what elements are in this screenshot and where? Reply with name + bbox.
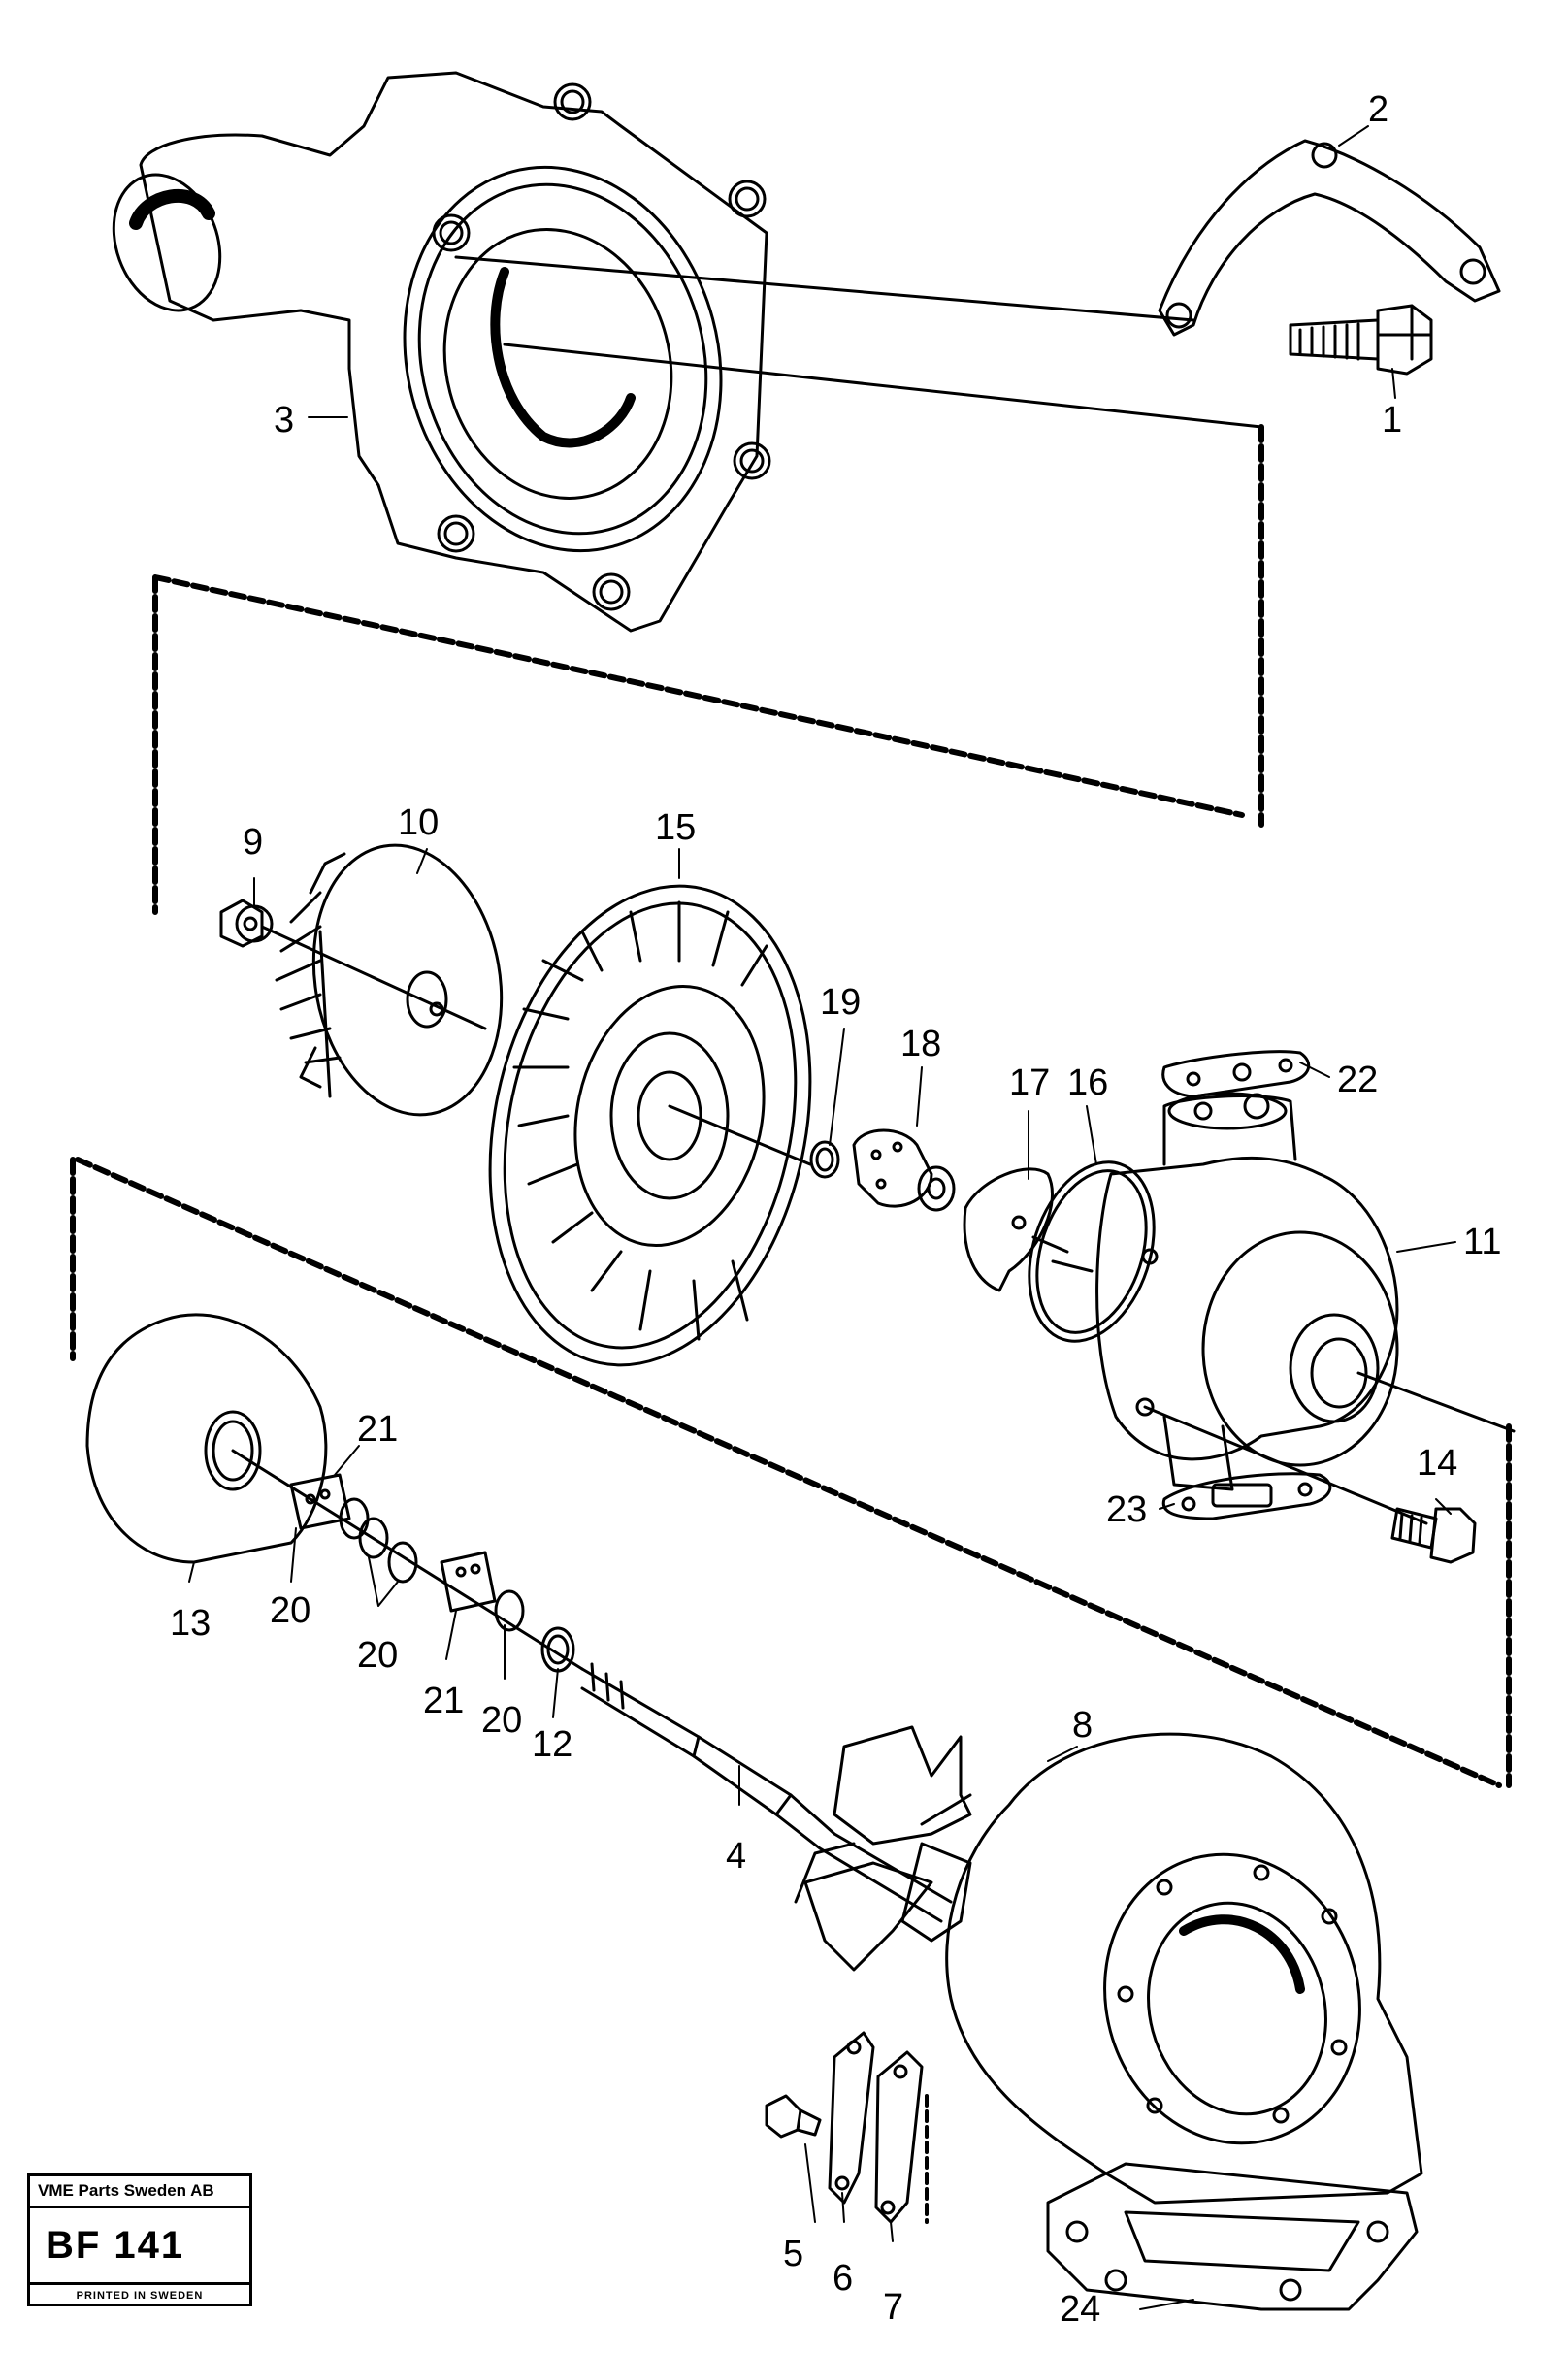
callout-17: 17 <box>1009 1062 1050 1103</box>
callout-7: 7 <box>883 2287 903 2328</box>
flange-gasket-part-24 <box>1046 2162 1419 2311</box>
callout-18: 18 <box>900 1024 941 1064</box>
thrust-collar-part-18 <box>852 1128 956 1212</box>
callout-5: 5 <box>783 2234 803 2274</box>
callout-1: 1 <box>1382 400 1402 441</box>
ring-part-12 <box>540 1626 575 1673</box>
leader-line-cover <box>503 343 1263 429</box>
bracket-part-2 <box>1158 139 1501 337</box>
callout-16: 16 <box>1067 1062 1108 1103</box>
lock-plate-part-7 <box>874 2050 924 2224</box>
bolt-part-1 <box>1289 304 1433 376</box>
publisher-stamp: VME Parts Sweden AB BF 141 PRINTED IN SW… <box>27 2173 252 2306</box>
leader-housing-axis <box>1031 1235 1094 1273</box>
compressor-cover-part-3 <box>112 71 771 633</box>
callout-19: 19 <box>820 982 861 1023</box>
callout-3: 3 <box>274 400 294 441</box>
bolt-part-5 <box>765 2094 822 2139</box>
leader-housing-bore <box>1356 1371 1516 1433</box>
callout-15: 15 <box>655 807 696 848</box>
alignment-frame-lower <box>70 1157 1512 1788</box>
compressor-wheel-part-10 <box>275 843 504 1117</box>
stamp-printed: PRINTED IN SWEDEN <box>76 2290 204 2302</box>
callout-22: 22 <box>1337 1060 1378 1100</box>
callout-20c: 20 <box>481 1700 522 1741</box>
stamp-code: BF 141 <box>30 2208 249 2285</box>
leader-shaft-lower <box>231 1449 584 1671</box>
stamp-company: VME Parts Sweden AB <box>30 2176 249 2208</box>
nut-part-9 <box>219 899 274 948</box>
callout-9: 9 <box>243 822 263 863</box>
callout-2: 2 <box>1368 89 1388 130</box>
callout-13: 13 <box>170 1603 211 1644</box>
callout-20b: 20 <box>357 1635 398 1676</box>
leader-shaft-axis <box>260 925 487 1030</box>
bearing-part-21a <box>289 1473 351 1530</box>
callout-20a: 20 <box>270 1590 310 1631</box>
turbine-shaft-part-4 <box>580 1662 972 1972</box>
backplate-part-15 <box>488 884 812 1367</box>
callout-21a: 21 <box>357 1409 398 1450</box>
callout-labels: 1 2 3 4 5 6 7 8 9 10 11 12 13 14 15 16 1… <box>170 89 1501 2330</box>
ring-part-20b <box>494 1589 525 1632</box>
alignment-frame-upper <box>152 424 1264 915</box>
bolt-part-14 <box>1390 1507 1477 1564</box>
callout-21b: 21 <box>423 1681 464 1721</box>
center-housing-part-11 <box>1095 1092 1399 1491</box>
lock-plate-part-6 <box>828 2031 875 2205</box>
ring-part-20a <box>339 1497 418 1584</box>
callout-10: 10 <box>398 802 439 843</box>
gasket-part-23 <box>1161 1472 1332 1520</box>
gasket-part-22 <box>1161 1050 1311 1098</box>
turbine-housing-part-8 <box>945 1732 1423 2205</box>
callout-12: 12 <box>532 1724 572 1765</box>
leader-line-upper <box>454 255 1195 322</box>
thrust-plate-part-17 <box>963 1167 1054 1292</box>
callout-4: 4 <box>726 1836 746 1877</box>
callout-14: 14 <box>1417 1443 1457 1484</box>
callout-23: 23 <box>1106 1489 1147 1530</box>
callout-11: 11 <box>1463 1222 1501 1262</box>
callout-24: 24 <box>1060 2289 1100 2330</box>
callout-6: 6 <box>833 2258 853 2299</box>
leader-bolt-14 <box>1143 1405 1428 1525</box>
bearing-part-21b <box>440 1551 497 1613</box>
callout-leaders <box>188 125 1456 2310</box>
seal-ring-part-16 <box>1028 1160 1156 1343</box>
callout-8: 8 <box>1072 1705 1093 1746</box>
heat-shield-part-13 <box>85 1313 328 1564</box>
retainer-ring-part-19 <box>809 1140 840 1179</box>
